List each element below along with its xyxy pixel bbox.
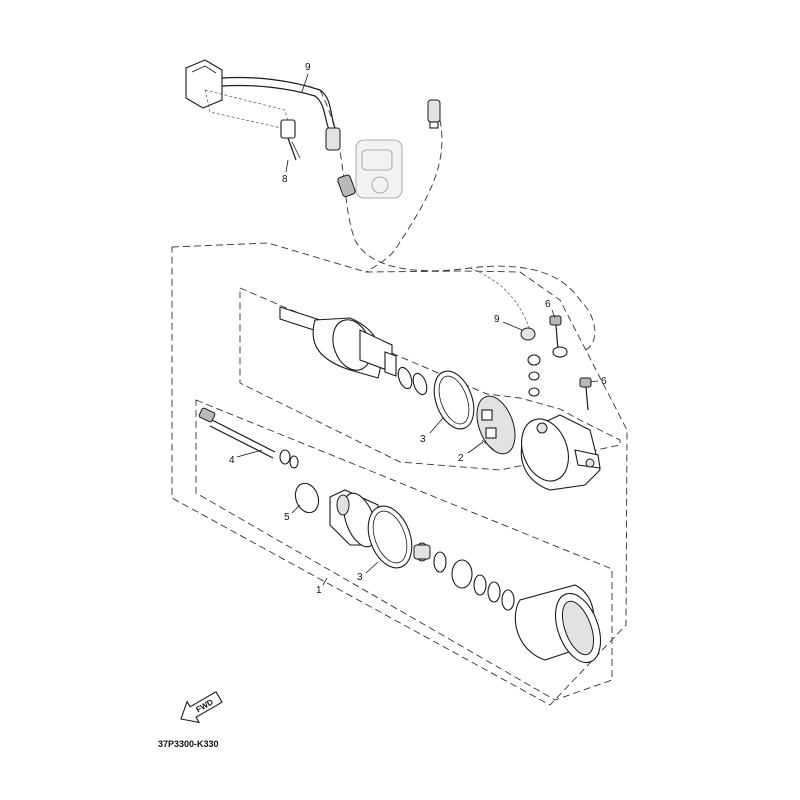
- callout-4: 4: [229, 449, 263, 466]
- callout-3-lower: 3: [357, 561, 379, 583]
- o-ring-part-3-upper: [433, 370, 475, 430]
- assembly-outline-outer: [171, 242, 628, 706]
- washer-f: [487, 581, 501, 603]
- svg-text:6: 6: [601, 376, 607, 387]
- callout-7: 8: [282, 159, 289, 185]
- svg-text:4: 4: [229, 455, 235, 466]
- brush-holder-part-2: [476, 395, 516, 455]
- wire-ground: [469, 267, 531, 331]
- wire-lead-part-8: [185, 59, 356, 198]
- washer-g: [501, 589, 515, 611]
- bearing: [413, 542, 431, 562]
- callout-9: 9: [494, 314, 523, 331]
- yoke-housing: [514, 584, 602, 664]
- terminal-lug: [528, 346, 568, 397]
- svg-text:5: 5: [284, 512, 290, 523]
- callout-5: 5: [284, 504, 301, 523]
- callout-3-upper: 3: [420, 417, 444, 445]
- washer-c: [433, 551, 447, 573]
- svg-text:2: 2: [458, 453, 464, 464]
- bolt-part-6-right: [579, 377, 592, 411]
- callout-8: 9: [301, 62, 311, 93]
- callout-6-right: 6: [589, 376, 607, 387]
- washer-d: [451, 559, 473, 589]
- o-ring-part-3-lower: [367, 505, 413, 569]
- svg-text:9: 9: [305, 62, 311, 73]
- connector-plug: [427, 99, 441, 129]
- callout-2: 2: [458, 441, 484, 464]
- svg-text:3: 3: [357, 572, 363, 583]
- through-bolt-part-4: [198, 407, 299, 469]
- diagram-code: 37P3300-K330: [158, 739, 219, 749]
- callout-1: 1: [316, 577, 328, 596]
- svg-text:6: 6: [545, 299, 551, 310]
- svg-text:9: 9: [494, 314, 500, 325]
- o-ring-part-5: [294, 482, 320, 514]
- assembly-outline-lower-box: [195, 399, 613, 701]
- wire-harness: [319, 89, 596, 351]
- front-cover: [329, 489, 379, 548]
- assembly-outline-upper-box: [239, 287, 621, 471]
- engine-ghost: [355, 139, 403, 199]
- washer-a: [397, 366, 413, 390]
- svg-text:3: 3: [420, 434, 426, 445]
- callout-6-top: 6: [545, 299, 556, 319]
- terminal-part-7: [280, 119, 301, 161]
- svg-text:1: 1: [316, 585, 322, 596]
- rear-cover: [520, 414, 601, 491]
- nut-part-9: [520, 327, 541, 381]
- washer-e: [473, 574, 487, 596]
- fwd-arrow: FWD: [180, 691, 223, 724]
- bolt-part-6-top: [549, 315, 562, 351]
- washer-b: [412, 372, 428, 396]
- svg-text:8: 8: [282, 174, 288, 185]
- armature-shaft: [279, 306, 397, 379]
- wire-harness-branch: [365, 119, 443, 273]
